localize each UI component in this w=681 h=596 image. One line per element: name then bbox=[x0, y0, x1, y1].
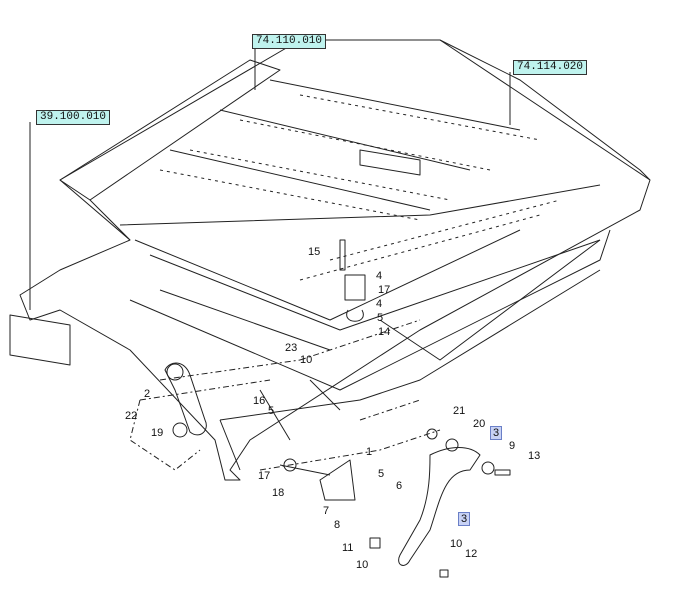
lower-rail-2 bbox=[219, 269, 601, 421]
callout-3-highlight-bottom[interactable]: 3 bbox=[458, 512, 471, 526]
bushing-20 bbox=[445, 438, 459, 452]
callout-10b: 10 bbox=[450, 538, 463, 550]
callout-6: 6 bbox=[396, 480, 403, 492]
bushing-19 bbox=[172, 422, 188, 438]
callout-23: 23 bbox=[285, 342, 298, 354]
callout-8: 8 bbox=[334, 519, 341, 531]
bolt-13 bbox=[494, 469, 511, 476]
callout-17b: 17 bbox=[258, 470, 271, 482]
callout-15: 15 bbox=[308, 246, 321, 258]
callout-4b: 4 bbox=[376, 298, 383, 310]
callout-18: 18 bbox=[272, 487, 285, 499]
side-rail-right bbox=[439, 39, 651, 181]
callout-1: 1 bbox=[366, 446, 373, 458]
frame-outline bbox=[19, 39, 651, 481]
center-beam bbox=[119, 184, 601, 226]
bell-crank bbox=[164, 362, 207, 436]
pivot-bracket bbox=[344, 274, 366, 301]
drum bbox=[359, 149, 421, 176]
cross-beam-left bbox=[89, 199, 131, 241]
leader-box-left bbox=[129, 359, 301, 471]
callout-10a: 10 bbox=[300, 354, 313, 366]
callout-5b: 5 bbox=[268, 405, 275, 417]
bushing-2 bbox=[166, 363, 184, 381]
inner-frame-2 bbox=[149, 239, 601, 331]
pivot-arm bbox=[398, 447, 481, 566]
floor-slats bbox=[159, 94, 561, 281]
callout-7: 7 bbox=[323, 505, 330, 517]
bolt-11 bbox=[369, 537, 381, 549]
bushing-17 bbox=[283, 458, 297, 472]
callout-11: 11 bbox=[342, 542, 354, 554]
lower-rail bbox=[129, 229, 611, 391]
end-block bbox=[9, 314, 71, 366]
callout-12: 12 bbox=[465, 548, 478, 560]
callout-19: 19 bbox=[151, 427, 164, 439]
callout-22: 22 bbox=[125, 410, 138, 422]
cross-member-3 bbox=[269, 79, 521, 131]
front-rail bbox=[59, 59, 281, 201]
bolt-15 bbox=[339, 239, 346, 271]
ref-box-74-114-020: 74.114.020 bbox=[513, 60, 588, 75]
pin-18 bbox=[279, 464, 331, 476]
cross-member-2 bbox=[219, 109, 471, 171]
callout-21: 21 bbox=[453, 405, 466, 417]
ref-box-39-100-010: 39.100.010 bbox=[36, 110, 111, 125]
callout-10c: 10 bbox=[356, 559, 369, 571]
ref-box-74-110-010: 74.110.010 bbox=[252, 34, 327, 49]
callout-16: 16 bbox=[253, 395, 266, 407]
bolt-12 bbox=[439, 569, 449, 578]
leader-box-right bbox=[259, 319, 441, 471]
washer-21 bbox=[426, 428, 438, 440]
rear-frame bbox=[219, 239, 601, 471]
callout-4a: 4 bbox=[376, 270, 383, 282]
callout-3-highlight-top[interactable]: 3 bbox=[490, 426, 503, 440]
pivot-clip bbox=[346, 309, 364, 322]
inner-frame-1 bbox=[134, 229, 521, 321]
callout-5c: 5 bbox=[378, 468, 385, 480]
callout-9: 9 bbox=[509, 440, 516, 452]
cross-member-1 bbox=[169, 149, 431, 211]
callout-17a: 17 bbox=[378, 284, 391, 296]
callout-2: 2 bbox=[144, 388, 151, 400]
callout-14: 14 bbox=[378, 326, 391, 338]
callout-13: 13 bbox=[528, 450, 541, 462]
axle-tube bbox=[159, 289, 331, 351]
bushing-9 bbox=[481, 461, 495, 475]
callout-5a: 5 bbox=[377, 312, 384, 324]
callout-20: 20 bbox=[473, 418, 486, 430]
mount-plate bbox=[319, 459, 356, 501]
